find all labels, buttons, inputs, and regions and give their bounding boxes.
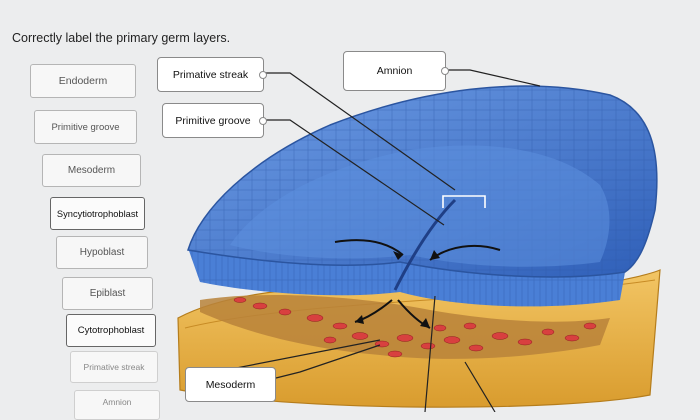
leader-primitive-groove — [264, 119, 445, 226]
slot-amnion-label: Amnion — [376, 65, 413, 77]
leader-bottom-2 — [464, 361, 496, 412]
slot-primitive-groove-label: Primitive groove — [175, 114, 251, 127]
leader-primative-streak — [264, 72, 456, 191]
bank-item-primative-streak[interactable]: Primative streak — [70, 351, 158, 383]
leader-bottom-1 — [424, 295, 436, 412]
slot-primitive-groove[interactable]: Primitive groove — [162, 103, 267, 138]
bank-item-endoderm[interactable]: Endoderm — [30, 64, 136, 98]
slot-mesoderm[interactable]: Mesoderm — [185, 367, 276, 402]
leader-mesoderm-b — [225, 339, 381, 371]
connector-handle[interactable] — [259, 116, 267, 125]
connector-handle[interactable] — [441, 67, 449, 75]
bank-item-cytotrophoblast[interactable]: Cytotrophoblast — [66, 314, 156, 347]
leader-mesoderm-a — [275, 344, 381, 379]
slot-primative-streak-label: Primative streak — [172, 68, 249, 81]
leader-amnion — [446, 69, 541, 87]
slot-mesoderm-label: Mesoderm — [205, 378, 256, 391]
bank-item-syncytiotrophoblast[interactable]: Syncytiotrophoblast — [50, 197, 145, 230]
question-prompt: Correctly label the primary germ layers. — [12, 31, 231, 45]
mesoderm-layer — [200, 294, 610, 359]
bank-item-primitive-groove[interactable]: Primitive groove — [34, 110, 137, 144]
slot-amnion[interactable]: Amnion — [343, 51, 449, 91]
bank-item-hypoblast[interactable]: Hypoblast — [56, 236, 148, 269]
bank-item-mesoderm[interactable]: Mesoderm — [42, 154, 141, 187]
connector-handle[interactable] — [259, 70, 267, 79]
bank-item-amnion[interactable]: Amnion — [74, 390, 160, 420]
bank-item-epiblast[interactable]: Epiblast — [62, 277, 153, 310]
slot-primative-streak[interactable]: Primative streak — [157, 57, 267, 92]
